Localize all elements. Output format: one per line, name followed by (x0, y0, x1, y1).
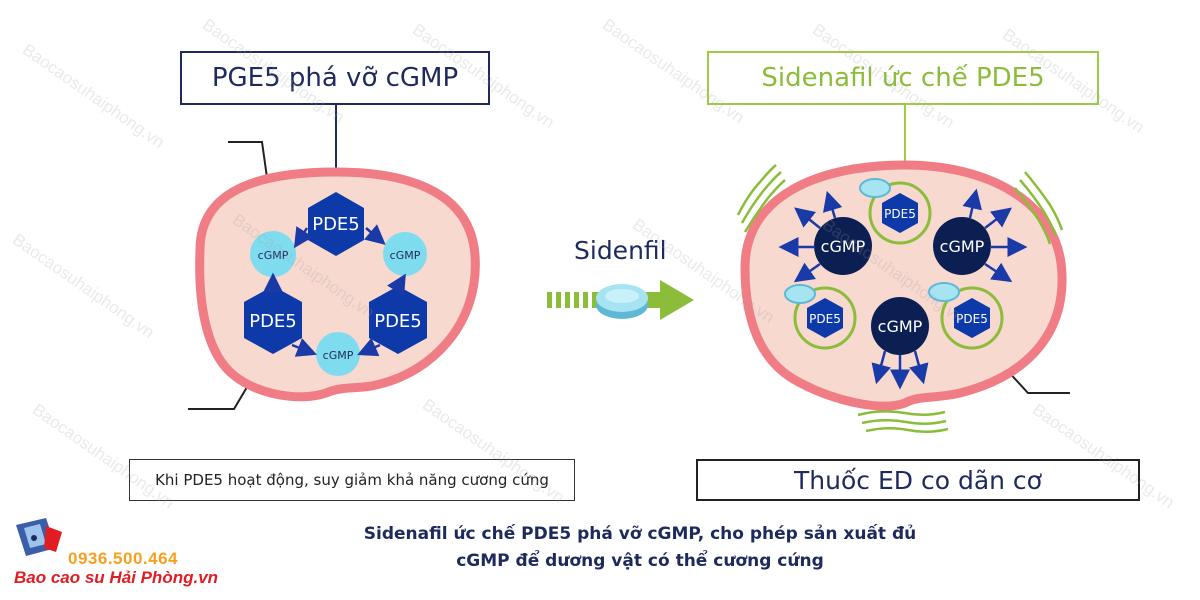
left-pde5-hexagon-top: PDE5 (308, 192, 364, 256)
right-inhibited-pde5-top: PDE5 (859, 178, 932, 245)
sidenfil-label: Sidenfil (574, 236, 667, 265)
pde5-label: PDE5 (884, 207, 916, 221)
pill-icon (596, 284, 648, 319)
left-panel: PDE5 PDE5 PDE5 cGMP cGMP cGMP (188, 105, 480, 410)
left-title: PGE5 phá vỡ cGMP (211, 63, 459, 93)
pill-icon (859, 178, 891, 198)
pde5-label: PDE5 (956, 312, 988, 326)
pde5-label: PDE5 (249, 311, 297, 332)
muscle-vibration-lines (736, 164, 1064, 433)
pill-icon (784, 284, 816, 304)
brand-name: Bao cao su Hải Phòng.vn (14, 568, 219, 587)
left-pde5-hexagon-right: PDE5 (369, 286, 427, 354)
right-inhibited-pde5-left: PDE5 (784, 284, 857, 350)
cgmp-label: cGMP (390, 249, 421, 262)
right-caption-box: Thuốc ED co dãn cơ (696, 459, 1140, 501)
pde5-label: PDE5 (312, 214, 360, 235)
cgmp-label: cGMP (323, 349, 354, 362)
cgmp-label: cGMP (821, 237, 866, 256)
left-cgmp-circle-bottom: cGMP (316, 332, 360, 376)
sidenfil-arrow (547, 280, 694, 320)
right-title: Sidenafil ức chế PDE5 (761, 63, 1045, 93)
right-cgmp-bottom: cGMP (871, 297, 929, 390)
pde5-label: PDE5 (809, 312, 841, 326)
brand-phone: 0936.500.464 (68, 549, 178, 568)
left-title-box: PGE5 phá vỡ cGMP (180, 51, 490, 105)
right-cgmp-right: cGMP (933, 188, 1028, 283)
bottom-caption-line2: cGMP để dương vật có thể cương cứng (456, 551, 824, 571)
right-panel: cGMP cGMP cGMP (736, 105, 1070, 433)
right-cgmp-left: cGMP (778, 190, 872, 283)
cgmp-label: cGMP (878, 317, 923, 336)
right-title-box: Sidenafil ức chế PDE5 (707, 51, 1099, 105)
left-cgmp-circle-left: cGMP (250, 231, 296, 277)
bottom-caption: Sidenafil ức chế PDE5 phá vỡ cGMP, cho p… (300, 521, 980, 575)
left-breakdown-arrows (263, 224, 406, 357)
left-pde5-hexagon-left: PDE5 (244, 286, 302, 354)
left-caption-box: Khi PDE5 hoạt động, suy giảm khả năng cư… (129, 459, 575, 501)
right-caption: Thuốc ED co dãn cơ (794, 465, 1042, 495)
cgmp-label: cGMP (940, 237, 985, 256)
right-inhibited-pde5-right: PDE5 (928, 282, 1004, 350)
pde5-label: PDE5 (374, 311, 422, 332)
cgmp-label: cGMP (258, 249, 289, 262)
brand-logo-icon (16, 518, 62, 556)
pill-icon (928, 282, 960, 302)
left-cgmp-circle-right: cGMP (383, 232, 427, 276)
left-caption: Khi PDE5 hoạt động, suy giảm khả năng cư… (155, 471, 549, 489)
right-pointer-line (1004, 367, 1070, 394)
bottom-caption-line1: Sidenafil ức chế PDE5 phá vỡ cGMP, cho p… (363, 524, 917, 544)
